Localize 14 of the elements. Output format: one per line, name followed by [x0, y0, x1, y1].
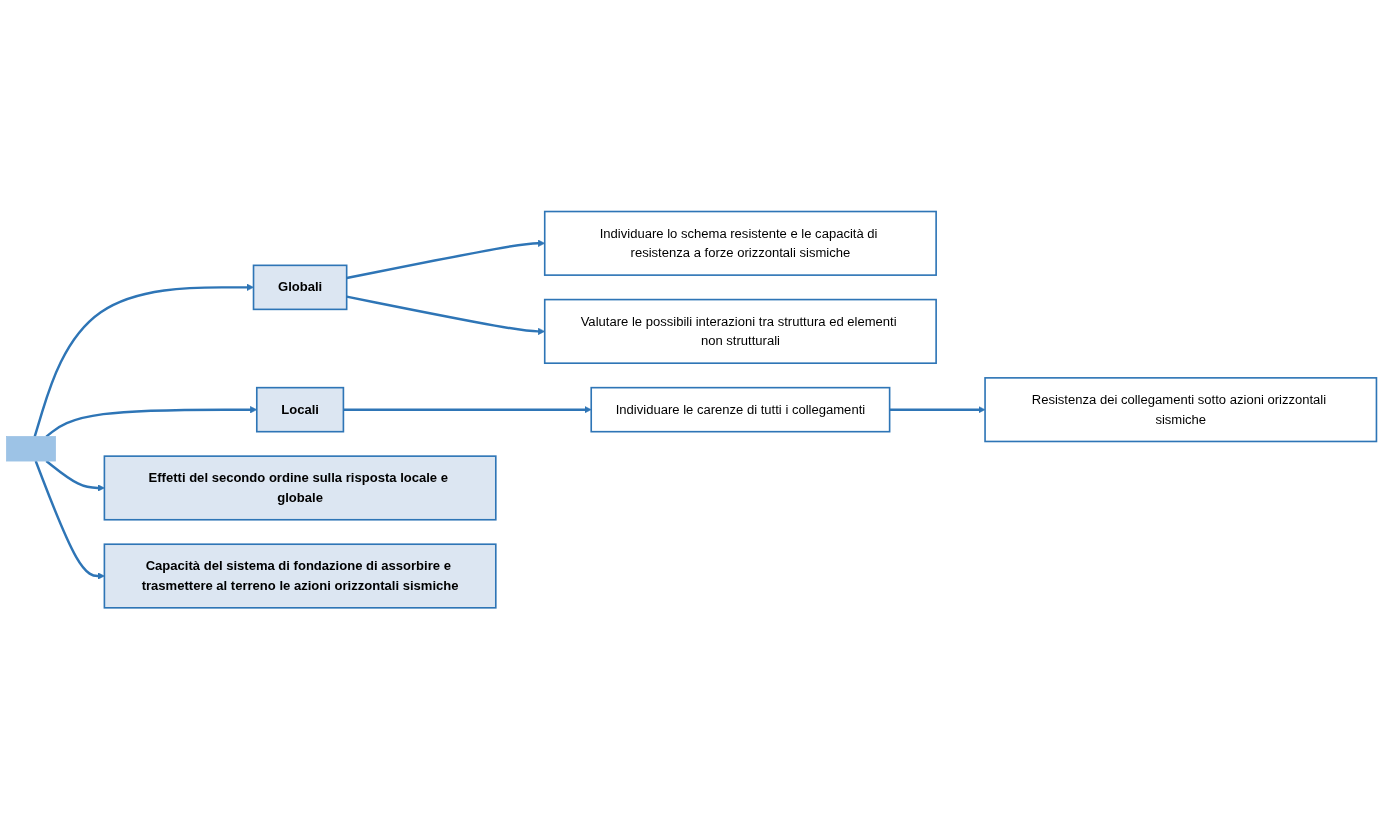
node-box: Effetti del secondo ordine sulla risposta locale e globale: [103, 455, 497, 521]
node-box: Valutare le possibili interazioni tra struttura ed elementi non strutturali: [543, 298, 937, 364]
arrow: [343, 405, 592, 414]
arrow: [45, 459, 105, 492]
node-box: Resistenza dei collegamenti sotto azioni orizzontali sismiche: [984, 376, 1378, 443]
arrow: [33, 283, 254, 437]
arrow: [34, 460, 105, 580]
node-box: Individuare le carenze di tutti i collegamenti: [590, 386, 891, 433]
node-box: Globali: [252, 264, 348, 310]
node-box: Locali: [255, 386, 345, 433]
node-box: Individuare lo schema resistente e le capacità di resistenza a forze orizzontali sismiche: [543, 210, 937, 276]
arrow: [889, 405, 986, 414]
node-box: [6, 436, 56, 462]
node-box: Capacità del sistema di fondazione di assorbire e trasmettere al terreno le azioni orizzontali sismiche: [103, 543, 497, 609]
